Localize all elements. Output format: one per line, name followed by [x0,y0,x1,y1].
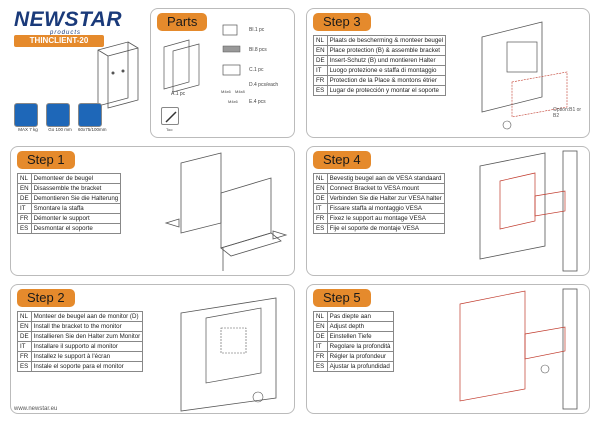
screw-label-1: M4x6 [221,89,231,94]
part-e-label: E.4 pcs [249,99,266,105]
parts-panel: Parts A.1 pc Bl.1 pc Bl.8 pcs C.1 pc D.4… [150,8,295,138]
part-d-label: D.4 pcs/each [249,82,279,88]
bracket-illustration [97,41,139,109]
step-5-title: Step 5 [313,289,371,307]
tool-label: Too [166,127,173,132]
screw-label-3: M4x6 [228,99,238,104]
step-1-illustration [164,152,288,271]
brand-logo: NEWSTAR [14,8,123,31]
step-2-title: Step 2 [17,289,75,307]
vesa-small-icon [46,103,70,127]
brand-sub: products [50,30,82,36]
part-b2-label: Bl.8 pcs [249,47,267,53]
part-a-illustration [163,39,200,93]
vesa-large-icon [78,103,102,127]
tool-box [161,107,179,125]
step-1-title: Step 1 [17,151,75,169]
step-3-title: Step 3 [313,13,371,31]
spec-weight: MAX 7 kg [14,103,42,132]
step-5-illustration [459,288,578,410]
part-c-label: C.1 pc [249,67,264,73]
spec-vesa-small: Go 100 mm [46,103,74,132]
weight-icon [14,103,38,127]
part-b1-illustration [222,24,238,36]
step-3-illustration [481,21,568,130]
screw-label-2: M4x8 [235,89,245,94]
parts-title: Parts [157,13,208,31]
step-2-illustration [180,297,277,412]
model-badge: THINCLIENT-20 [14,35,104,47]
part-b1-label: Bl.1 pc [249,27,265,33]
footer-url: www.newstar.eu [14,406,58,412]
step-4-illustration [479,150,578,272]
spec-vesa-large: 60x75/100mm [78,103,107,132]
part-c-illustration [222,64,241,76]
part-a-label: A.1 pc [171,91,186,97]
screwdriver-icon [165,111,177,123]
step-4-title: Step 4 [313,151,371,169]
part-b2-illustration [222,45,241,53]
step-3-option: Option:B1 or B2 [553,107,582,119]
